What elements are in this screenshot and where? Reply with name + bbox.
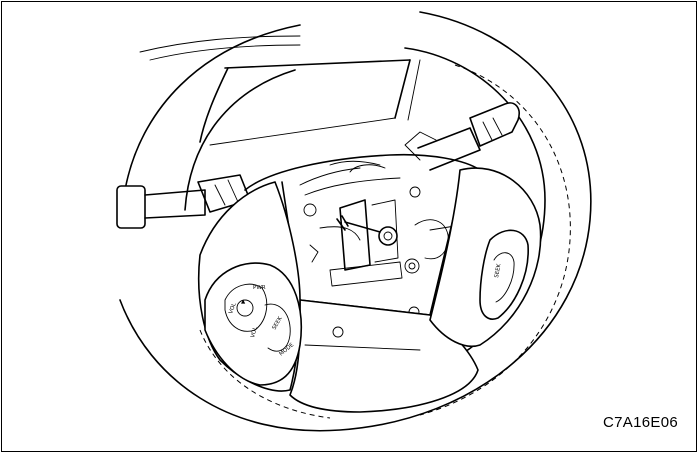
wheel-rim bbox=[119, 11, 592, 432]
right-pad-label: SEEK bbox=[494, 263, 502, 278]
pwr-label: PWR bbox=[253, 285, 266, 291]
lower-spoke bbox=[289, 299, 479, 413]
figure-code: C7A16E06 bbox=[603, 414, 678, 431]
right-spoke: SEEK bbox=[429, 167, 542, 347]
right-stalk bbox=[404, 102, 520, 171]
vol-label-lower: VOL bbox=[250, 325, 259, 338]
dashboard-lines bbox=[139, 35, 421, 146]
vol-up-label: ▲ bbox=[241, 299, 246, 305]
vol-label: VOL bbox=[228, 301, 238, 314]
left-spoke: PWR VOL ▲ SEEK VOL MODE bbox=[197, 181, 302, 392]
left-stalk bbox=[116, 174, 251, 229]
